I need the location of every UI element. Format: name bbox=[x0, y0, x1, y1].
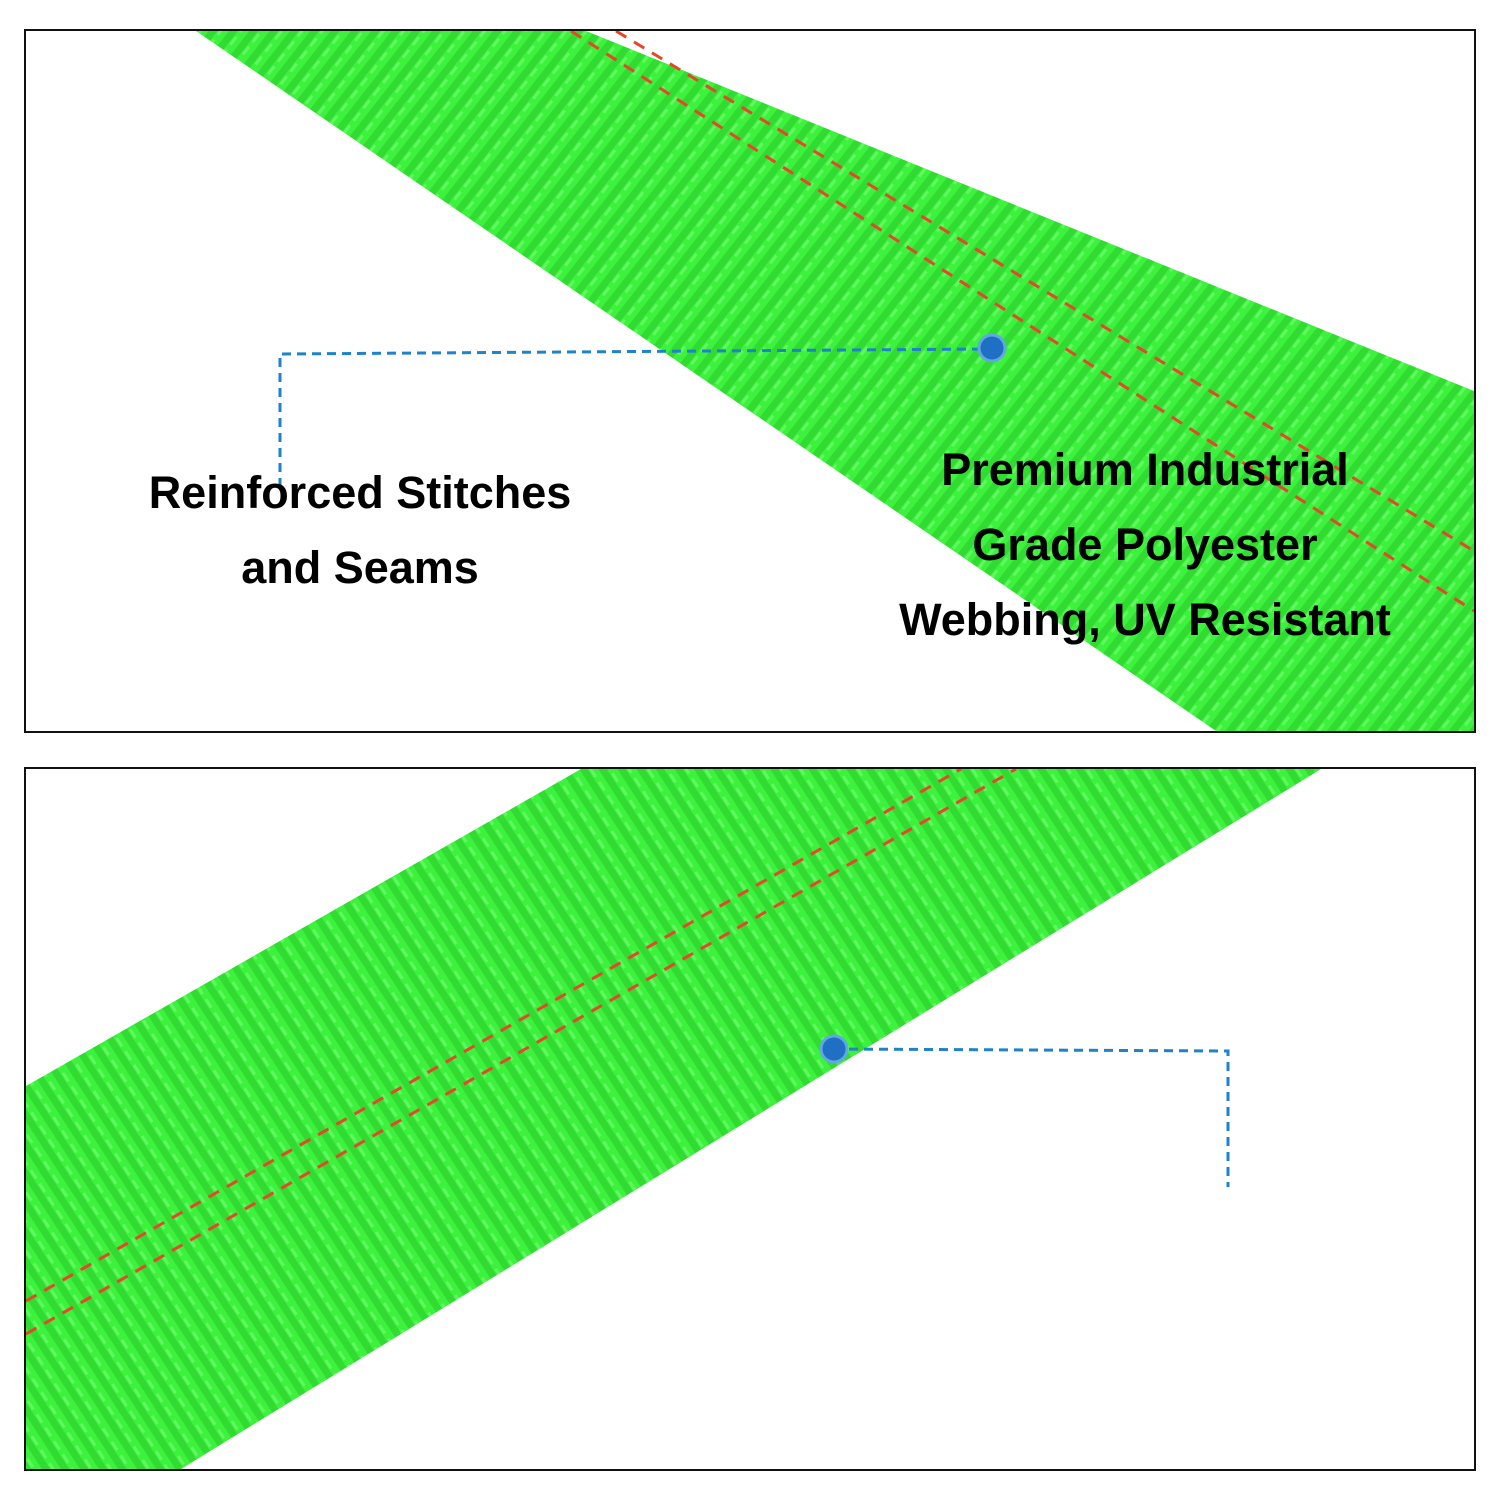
webbing-strap-illustration-bottom bbox=[26, 769, 1321, 1469]
stitch-line bbox=[570, 31, 1474, 613]
leader-line bbox=[278, 347, 992, 487]
caption-line: Reinforced Stitches bbox=[148, 467, 572, 518]
callout-marker bbox=[977, 333, 1007, 363]
callout-caption-stitches: Reinforced Stitches and Seams bbox=[110, 455, 610, 605]
webbing-strap bbox=[26, 769, 1321, 1469]
caption-line: and Seams bbox=[241, 542, 479, 593]
callout-caption-material: Premium Industrial Grade Polyester Webbi… bbox=[860, 432, 1430, 657]
callout-marker bbox=[819, 1034, 849, 1064]
webbing-strap bbox=[196, 31, 1474, 731]
stitch-line bbox=[26, 769, 962, 1303]
top-panel bbox=[24, 29, 1476, 733]
caption-line: Grade Polyester bbox=[972, 519, 1318, 570]
leader-line bbox=[833, 1047, 1230, 1187]
caption-line: Premium Industrial bbox=[941, 444, 1349, 495]
stitch-line bbox=[26, 769, 1017, 1336]
bottom-panel bbox=[24, 767, 1476, 1471]
caption-line: Webbing, UV Resistant bbox=[899, 594, 1391, 645]
webbing-strap-illustration-top bbox=[196, 31, 1474, 731]
